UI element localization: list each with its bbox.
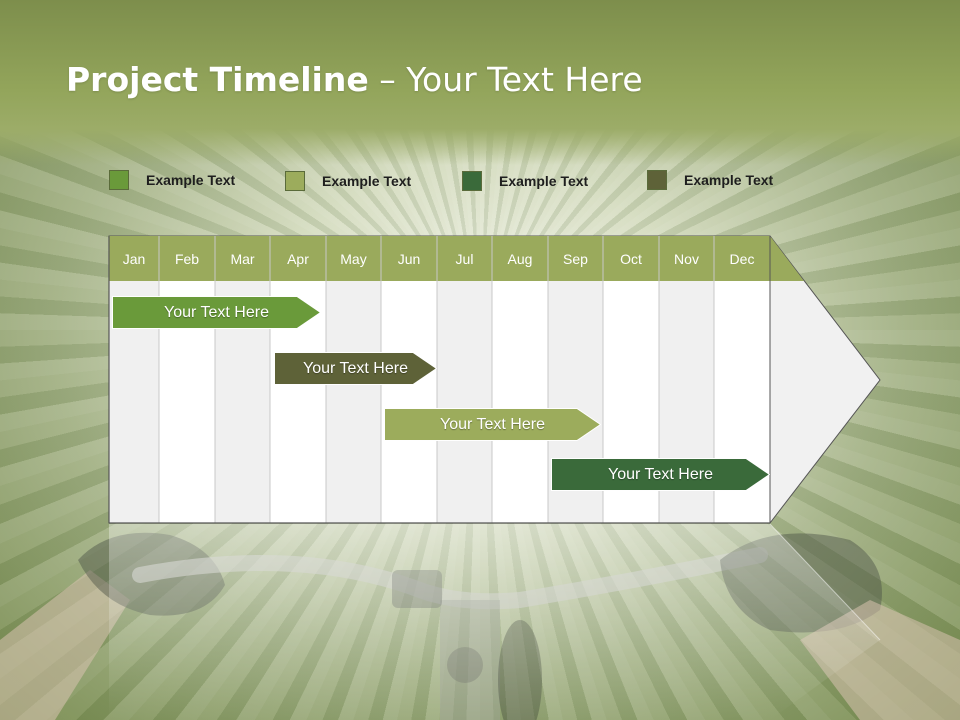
task-arrow[interactable]: Your Text Here — [112, 296, 321, 329]
task-label: Your Text Here — [164, 303, 269, 321]
title-band — [0, 0, 960, 165]
month-label-dec: Dec — [729, 250, 755, 267]
legend-item: Example Text — [462, 171, 588, 191]
legend-item: Example Text — [109, 170, 235, 190]
month-label-mar: Mar — [230, 250, 255, 267]
timeline-reflection — [109, 524, 880, 720]
task-arrow-shape — [551, 458, 770, 491]
legend-swatch — [647, 170, 667, 190]
title-main: Project Timeline — [66, 60, 369, 99]
month-label-oct: Oct — [620, 250, 642, 267]
legend-label: Example Text — [322, 173, 412, 189]
month-label-nov: Nov — [674, 250, 699, 267]
legend-label: Example Text — [146, 172, 236, 188]
task-label: Your Text Here — [440, 415, 545, 433]
task-label: Your Text Here — [303, 359, 408, 377]
legend-swatch — [109, 170, 129, 190]
month-header-row — [109, 236, 804, 281]
task-arrow[interactable]: Your Text Here — [551, 458, 770, 491]
legend-swatch — [285, 171, 305, 191]
title-subtitle: Your Text Here — [406, 60, 643, 99]
month-label-jun: Jun — [397, 250, 421, 267]
task-arrow[interactable]: Your Text Here — [274, 352, 437, 385]
month-column — [326, 281, 381, 523]
legend-item: Example Text — [647, 170, 773, 190]
month-label-sep: Sep — [563, 250, 588, 267]
task-arrow-shape — [112, 296, 321, 329]
task-label: Your Text Here — [608, 465, 713, 483]
reflection-edge — [769, 523, 881, 641]
task-arrow-shape — [274, 352, 437, 385]
legend-label: Example Text — [499, 173, 589, 189]
legend-item: Example Text — [285, 171, 411, 191]
legend-swatch — [462, 171, 482, 191]
month-label-may: May — [340, 250, 367, 267]
month-label-jan: Jan — [122, 250, 146, 267]
page-title: Project Timeline – Your Text Here — [66, 60, 643, 99]
task-arrow[interactable]: Your Text Here — [384, 408, 601, 441]
task-arrow-shape — [384, 408, 601, 441]
month-label-jul: Jul — [455, 250, 474, 267]
month-label-feb: Feb — [174, 250, 200, 267]
legend-label: Example Text — [684, 172, 774, 188]
month-column — [381, 281, 437, 523]
month-label-aug: Aug — [507, 250, 533, 267]
month-column — [492, 281, 548, 523]
month-column — [437, 281, 492, 523]
title-separator: – — [368, 60, 407, 99]
month-label-apr: Apr — [287, 250, 309, 267]
